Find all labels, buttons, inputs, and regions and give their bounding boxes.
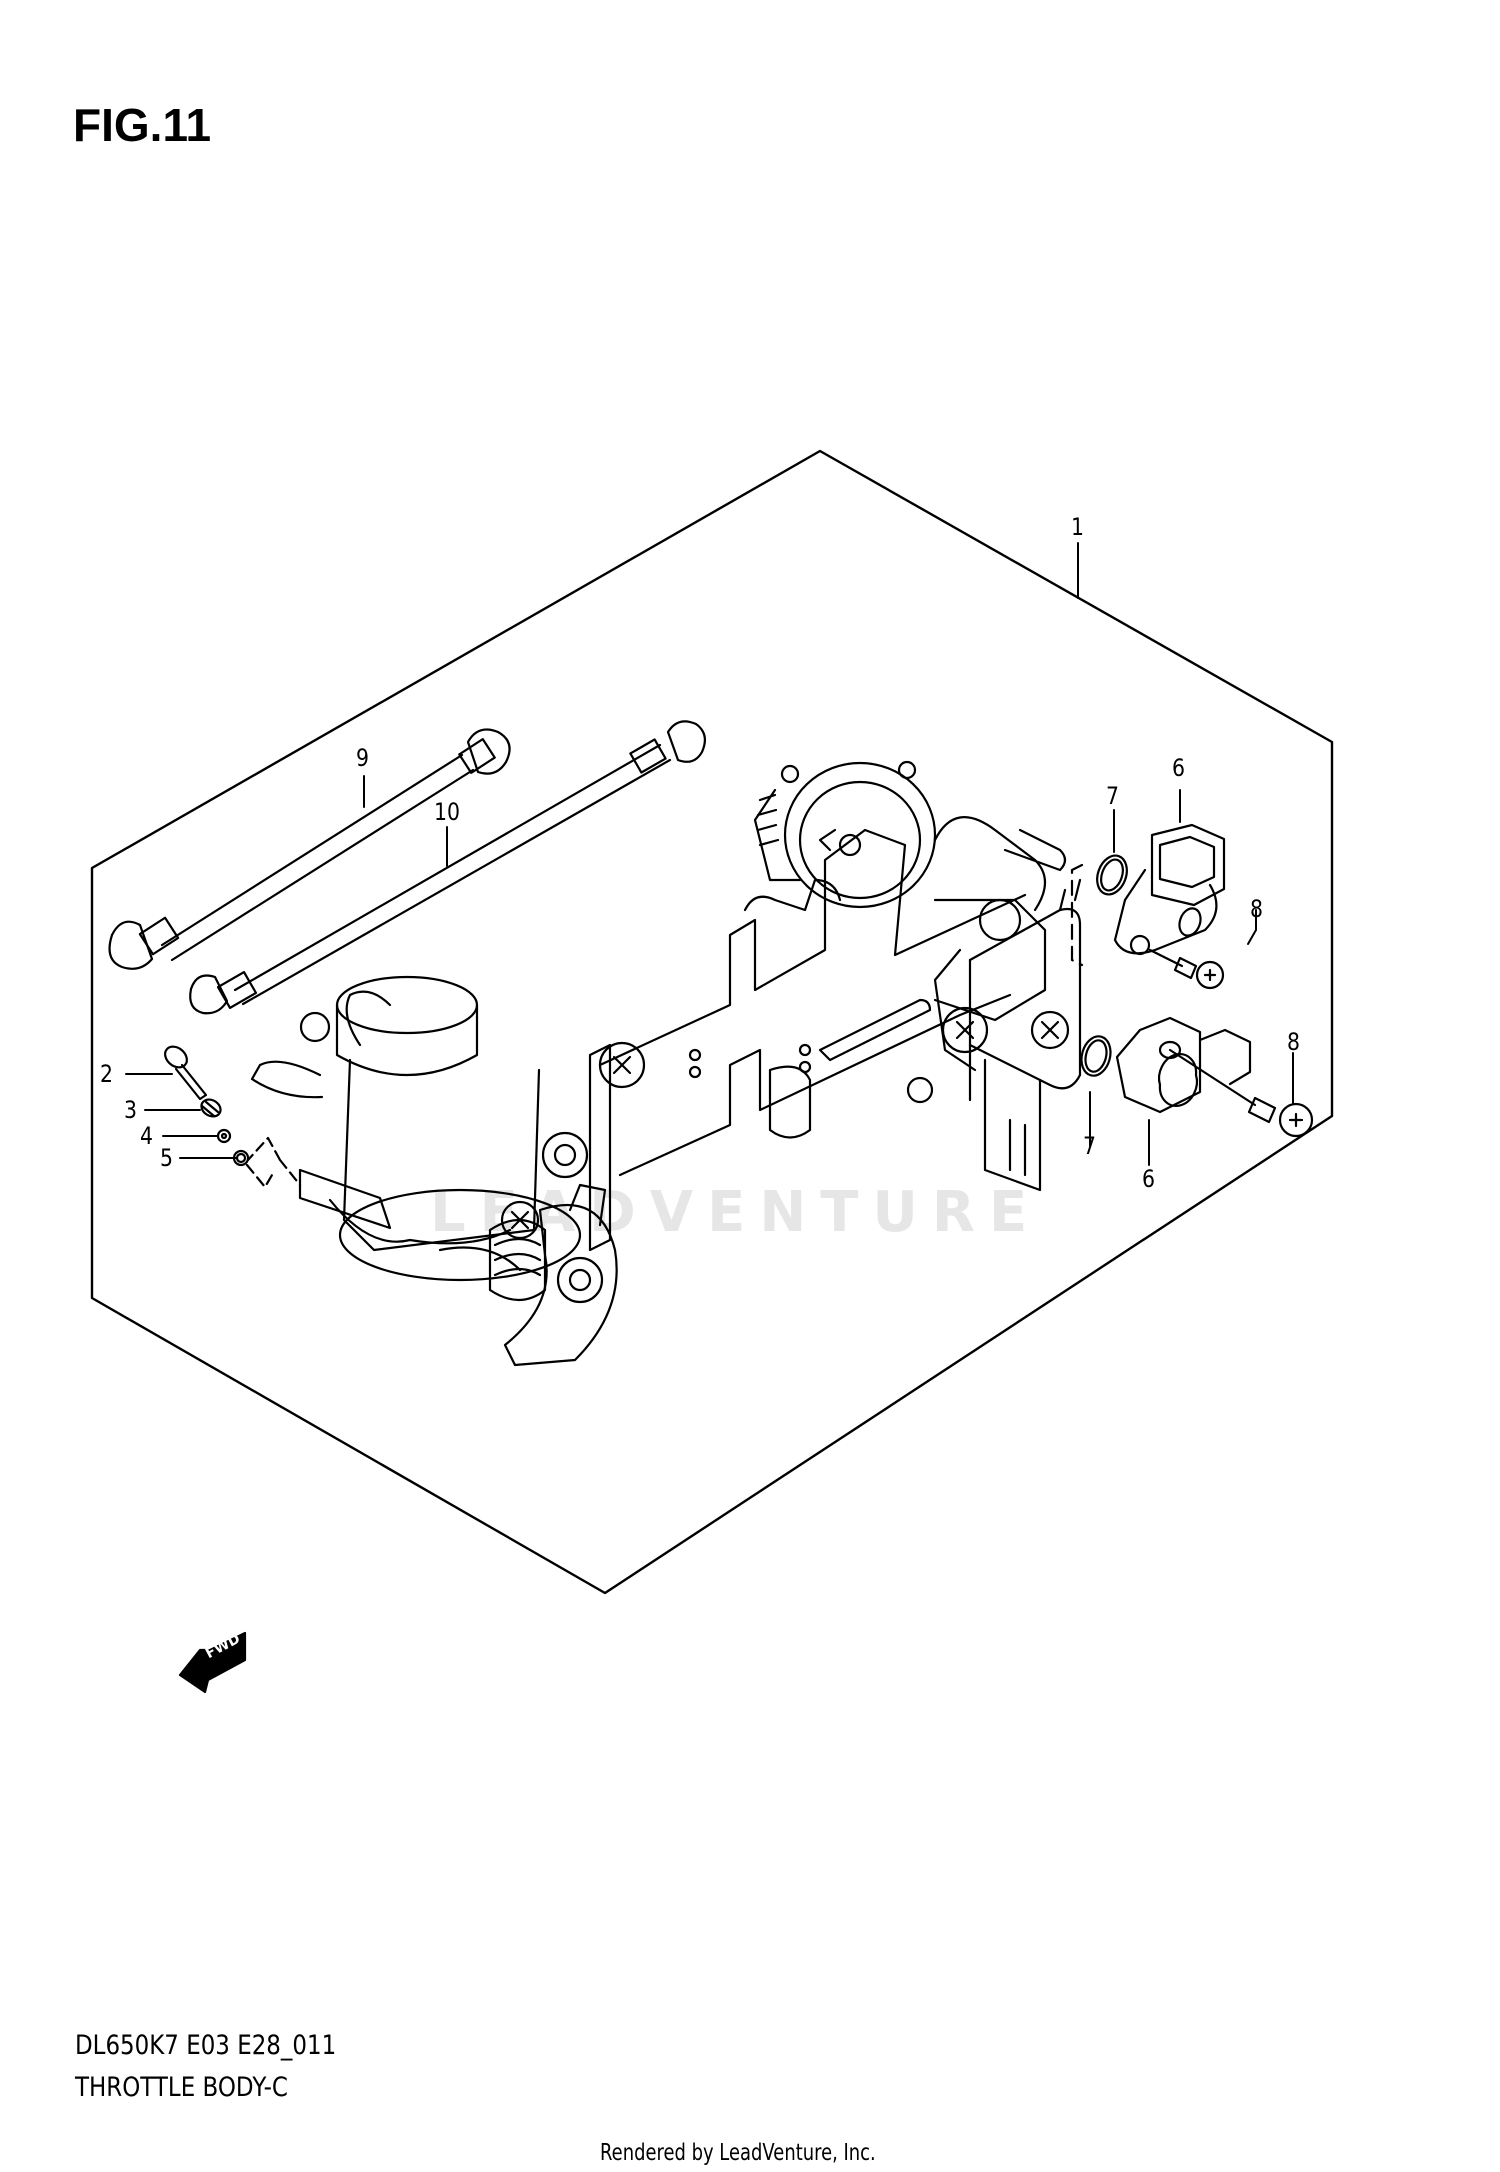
callout-9: 9 <box>356 744 369 772</box>
callout-6-upper: 6 <box>1172 754 1185 782</box>
model-code: DL650K7 E03 E28_011 <box>75 2030 337 2061</box>
screw-lower <box>1168 1048 1314 1138</box>
callout-8-upper: 8 <box>1250 895 1263 923</box>
callout-2: 2 <box>100 1060 113 1088</box>
sensor-upper <box>1113 823 1226 956</box>
sensor-lower <box>1115 1016 1252 1114</box>
fwd-arrow-icon <box>178 1631 247 1694</box>
screw-upper <box>1148 948 1225 990</box>
o-ring-upper <box>1096 854 1128 896</box>
callout-8-lower: 8 <box>1287 1028 1300 1056</box>
callout-5: 5 <box>160 1144 173 1172</box>
callout-7-upper: 7 <box>1106 782 1119 810</box>
callout-4: 4 <box>140 1122 153 1150</box>
callout-10: 10 <box>434 798 460 826</box>
figure-title: FIG.11 <box>73 99 212 151</box>
leader-lines <box>125 542 1294 1166</box>
joint-rod-9 <box>108 728 511 970</box>
throttle-body-left <box>250 975 589 1282</box>
assembly-box-outline <box>90 449 1334 1595</box>
throttle-body-right <box>753 760 1067 1022</box>
joint-rod-10 <box>189 720 707 1015</box>
callout-6-lower: 6 <box>1142 1165 1155 1193</box>
rendered-by-credit: Rendered by LeadVenture, Inc. <box>600 2140 876 2166</box>
dashed-connector-upper <box>1070 863 1084 967</box>
throttle-pulley <box>488 1183 618 1367</box>
callout-7-lower: 7 <box>1083 1132 1096 1160</box>
section-title: THROTTLE BODY-C <box>75 2072 288 2103</box>
sensor-module-housing <box>906 878 1082 1192</box>
linkage-frame <box>588 828 1027 1252</box>
callout-3: 3 <box>124 1096 137 1124</box>
pilot-screw-set <box>164 1045 302 1189</box>
callout-1: 1 <box>1071 513 1084 541</box>
o-ring-lower <box>1080 1035 1112 1077</box>
